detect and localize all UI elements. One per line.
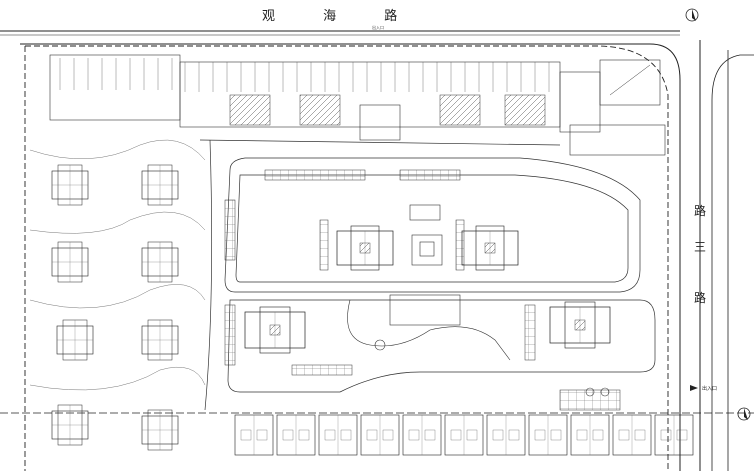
villa-block: [51, 164, 89, 206]
garden-path: [29, 139, 206, 161]
garden-path: [29, 284, 206, 309]
row-house: [234, 414, 274, 456]
exit-note: 出入口: [702, 385, 717, 392]
tower-block: [336, 225, 394, 271]
east-road: 路 三 路 出入口: [649, 40, 754, 471]
tower-buildings: [244, 225, 611, 354]
villa-block: [141, 241, 179, 283]
row-house: [444, 414, 484, 456]
east-road-char-1: 路: [694, 203, 706, 218]
tower-block: [244, 306, 306, 354]
villa-block: [141, 409, 179, 451]
row-house: [402, 414, 442, 456]
row-house: [612, 414, 652, 456]
villa-block: [141, 164, 179, 206]
villa-block: [51, 404, 89, 446]
villa-block: [141, 319, 179, 361]
east-road-char-2: 三: [694, 240, 706, 254]
site-boundary: [24, 45, 669, 471]
villa-block: [51, 241, 89, 283]
garden-path: [29, 366, 206, 391]
north-road-label: 观 海 路: [262, 8, 419, 24]
tower-block: [549, 301, 611, 349]
tower-block: [461, 225, 519, 271]
entrance-note: 出入口: [372, 24, 384, 30]
garden-path: [29, 211, 206, 234]
row-house: [486, 414, 526, 456]
south-row-houses: [234, 414, 694, 456]
row-house: [570, 414, 610, 456]
east-road-char-3: 路: [694, 290, 706, 305]
villa-block: [56, 319, 94, 361]
west-villas: [29, 139, 206, 451]
north-arrow-icon: [685, 8, 699, 22]
row-house: [276, 414, 316, 456]
row-house: [654, 414, 694, 456]
row-house: [360, 414, 400, 456]
north-road: 观 海 路 出入口: [0, 8, 680, 45]
row-house: [318, 414, 358, 456]
parking-strips: [224, 169, 621, 411]
central-plaza: [347, 204, 610, 397]
ring-road: [199, 139, 656, 411]
row-house: [528, 414, 568, 456]
north-commercial-strip: [49, 54, 666, 156]
north-arrow-icon: [737, 407, 751, 421]
